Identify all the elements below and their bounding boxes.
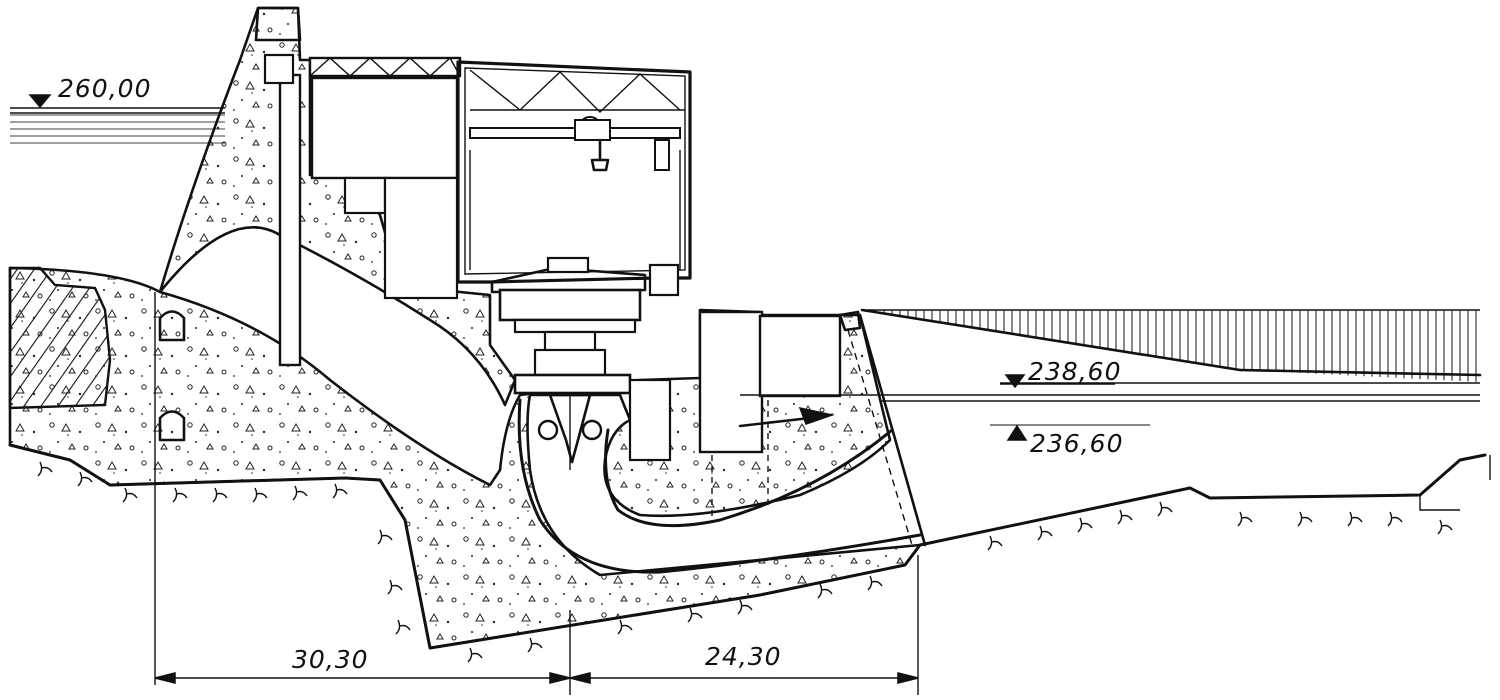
- headwater-level-marker: 260,00: [28, 74, 151, 109]
- intake-dam: [158, 6, 517, 407]
- dimension-right-label: 24,30: [705, 642, 782, 671]
- overhead-crane: [469, 116, 681, 270]
- inspection-galleries: [154, 292, 186, 685]
- tailwater-high-level-marker: 238,60: [1000, 357, 1121, 389]
- draft-tube: [517, 398, 922, 574]
- headwater-level-label: 260,00: [58, 74, 151, 103]
- dimension-left-label: 30,30: [292, 645, 369, 674]
- concrete-substructure: [8, 266, 922, 650]
- dimension-lines: 30,30 24,30: [154, 555, 919, 695]
- foundation-profile: [8, 443, 1491, 650]
- tailrace-deck: [698, 310, 927, 547]
- powerhouse-superstructure: [308, 56, 692, 300]
- flow-direction-arrow: [738, 406, 835, 428]
- tailwater-area: [740, 308, 1482, 426]
- tailwater-high-level-label: 238,60: [1028, 357, 1121, 386]
- tailwater-low-level-label: 236,60: [1030, 429, 1123, 458]
- tailwater-low-level-marker: 236,60: [1006, 424, 1123, 458]
- ground-symbols: [37, 461, 1453, 663]
- headwater-reservoir: [10, 107, 225, 148]
- generator-turbine-unit: [490, 256, 680, 470]
